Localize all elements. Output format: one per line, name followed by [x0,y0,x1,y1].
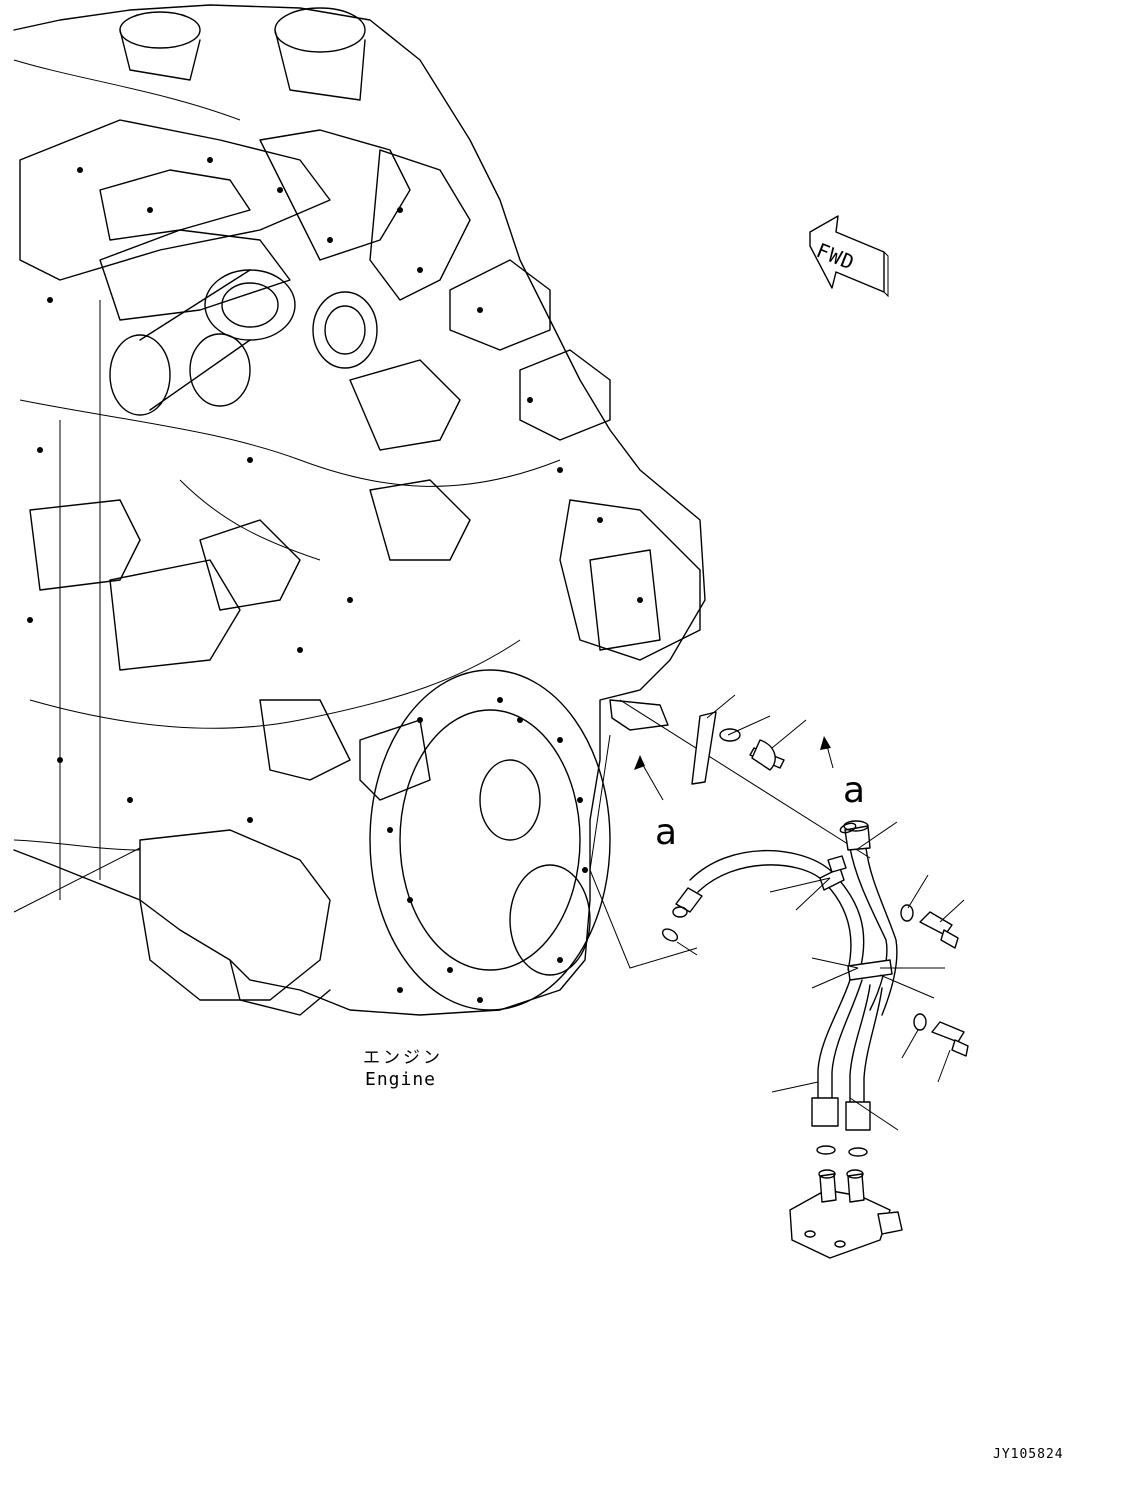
drawing-code: JY105824 [993,1447,1064,1462]
reference-label-a-right: a [843,770,866,811]
engine-assembly [13,4,706,1016]
bolt-lower [901,1013,969,1083]
bolt-upper [900,874,965,949]
leader-engine [13,839,141,851]
hose-callout-lines [676,821,945,1131]
reference-label-a-left: a [655,812,678,853]
ref-arrow-a-right [820,736,834,769]
leader-engine-lower [13,847,141,913]
valve-block [789,1169,903,1259]
engine-label-en: Engine [365,1069,437,1090]
bracket-assembly [589,699,871,969]
clip-bolt-group [691,694,807,785]
engine-label-jp: エンジン [363,1048,443,1068]
ref-arrow-a-left [634,755,664,801]
fwd-arrow-icon [809,215,889,298]
